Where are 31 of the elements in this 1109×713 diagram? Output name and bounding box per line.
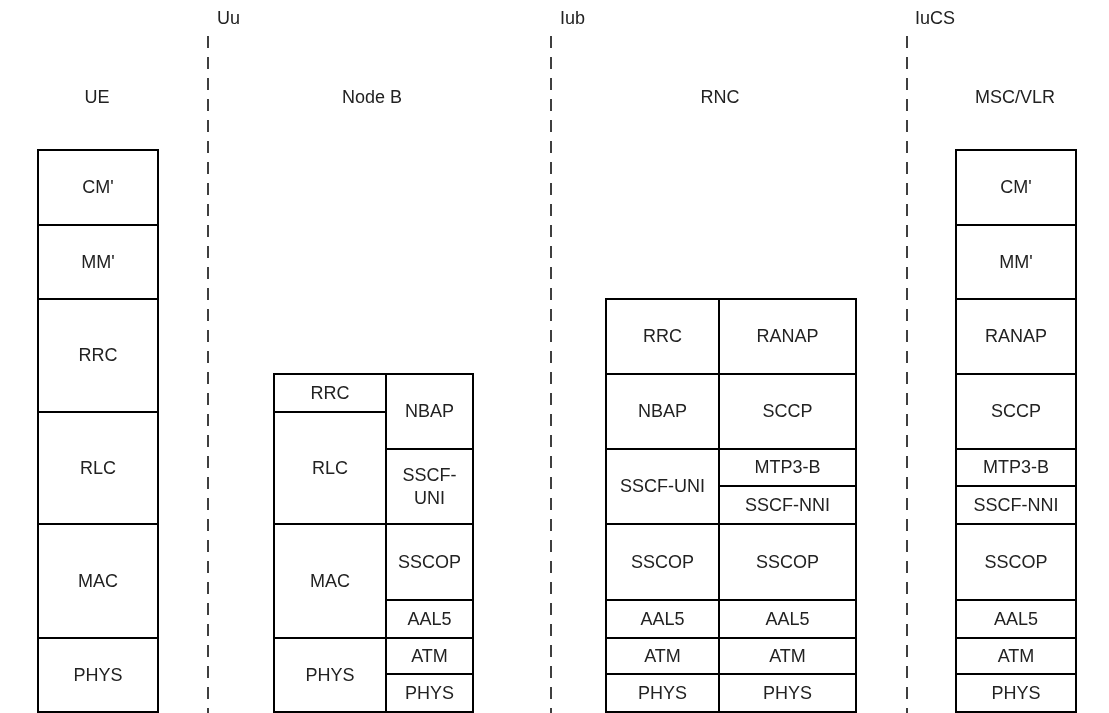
protocol-layer-box: ATM — [955, 637, 1077, 675]
protocol-layer-box: PHYS — [955, 673, 1077, 713]
protocol-layer-box: RANAP — [955, 298, 1077, 375]
protocol-layer-box: SSCOP — [955, 523, 1077, 601]
protocol-layer-box: RANAP — [718, 298, 857, 375]
column-heading: MSC/VLR — [975, 87, 1055, 108]
protocol-layer-box: PHYS — [385, 673, 474, 713]
protocol-layer-box: NBAP — [385, 373, 474, 450]
protocol-layer-box: PHYS — [718, 673, 857, 713]
column-heading: UE — [84, 87, 110, 108]
protocol-layer-box: RRC — [273, 373, 387, 413]
protocol-layer-box: CM' — [37, 149, 159, 226]
interface-label: Iub — [560, 8, 586, 29]
protocol-layer-box: SSCF-NNI — [955, 485, 1077, 525]
protocol-layer-box: PHYS — [273, 637, 387, 713]
protocol-layer-box: RRC — [605, 298, 720, 375]
protocol-layer-box: CM' — [955, 149, 1077, 226]
protocol-layer-box: RLC — [37, 411, 159, 525]
column-heading: RNC — [700, 87, 740, 108]
protocol-layer-box: PHYS — [37, 637, 159, 713]
protocol-layer-box: MM' — [955, 224, 1077, 300]
interface-label: IuCS — [915, 8, 956, 29]
protocol-layer-box: MM' — [37, 224, 159, 300]
protocol-layer-box: MAC — [37, 523, 159, 639]
protocol-layer-box: SCCP — [955, 373, 1077, 450]
protocol-layer-box: RRC — [37, 298, 159, 413]
column-heading: Node B — [342, 87, 402, 108]
interface-label: Uu — [217, 8, 240, 29]
protocol-layer-box: AAL5 — [955, 599, 1077, 639]
protocol-layer-box: MTP3-B — [955, 448, 1077, 487]
protocol-layer-box: PHYS — [605, 673, 720, 713]
